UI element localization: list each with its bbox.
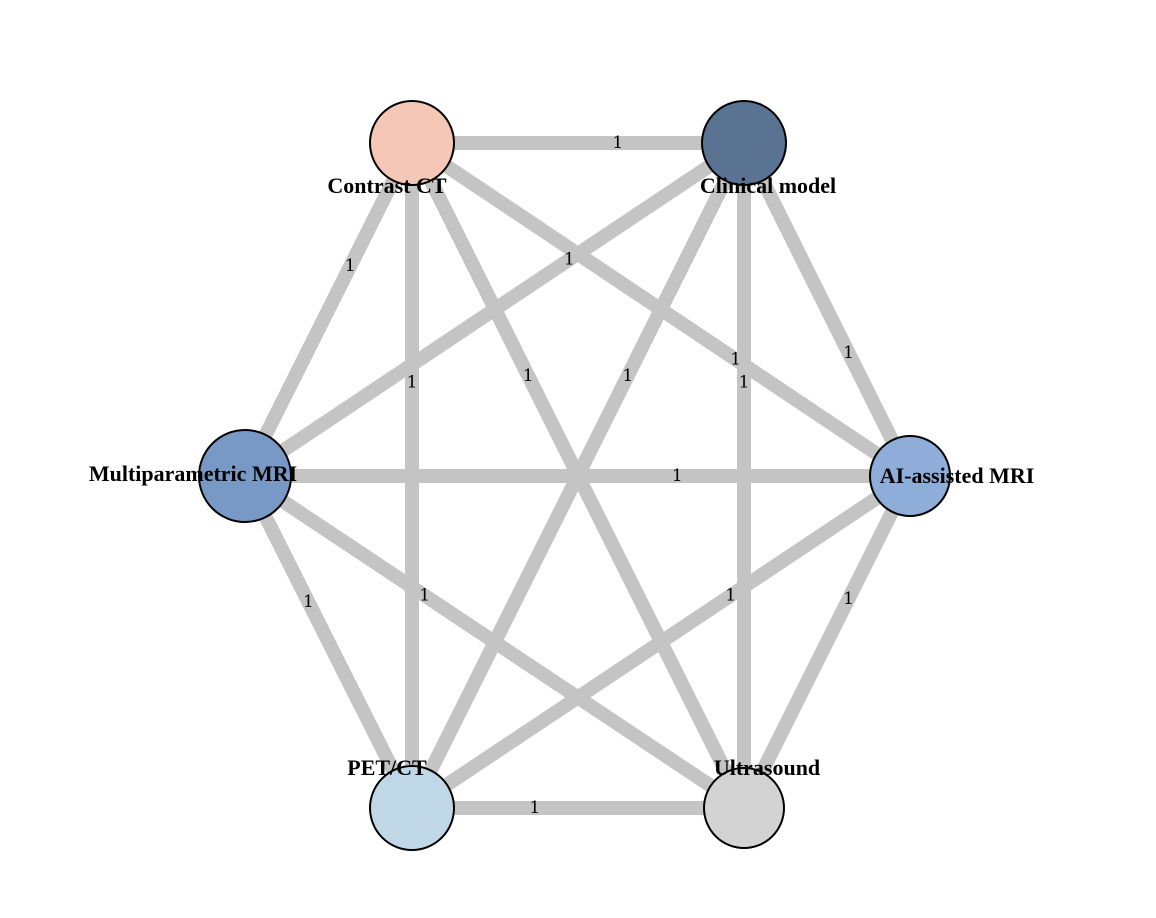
edge-ai-mri-pet-ct	[408, 470, 914, 814]
node-label-clinical-model: Clinical model	[700, 173, 836, 198]
node-label-ai-mri: AI-assisted MRI	[880, 463, 1035, 488]
node-contrast-ct	[369, 100, 455, 186]
edge-label: 1	[739, 372, 750, 392]
node-label-contrast-ct: Contrast CT	[327, 173, 446, 198]
edge-label: 1	[843, 343, 854, 363]
node-label-mp-mri: Multiparametric MRI	[89, 461, 297, 486]
node-label-ultrasound: Ultrasound	[714, 755, 820, 780]
node-label-pet-ct: PET/CT	[347, 755, 427, 780]
node-mp-mri	[198, 429, 292, 523]
node-ultrasound	[703, 767, 785, 849]
edge-label: 1	[622, 366, 633, 386]
edges-layer	[238, 136, 917, 815]
edge-label: 1	[564, 250, 575, 270]
edge-label: 1	[672, 466, 683, 486]
edge-label: 1	[529, 798, 540, 818]
edge-mp-mri-ultrasound	[241, 470, 748, 814]
edge-label: 1	[725, 586, 736, 606]
edge-label: 1	[843, 589, 854, 609]
edge-label: 1	[419, 586, 430, 606]
edge-label: 1	[730, 349, 741, 369]
edge-label: 1	[303, 592, 314, 612]
node-ai-mri	[869, 435, 951, 517]
edge-mp-mri-pet-ct	[238, 472, 419, 812]
edge-contrast-ct-mp-mri	[238, 139, 419, 480]
edge-clinical-model-ai-mri	[737, 139, 917, 480]
edge-labels-layer: 1 1 1 1 1 1 1 1 1 1 1 1 1 1 1	[303, 133, 854, 818]
edge-label: 1	[407, 372, 418, 392]
edge-label: 1	[523, 366, 534, 386]
node-clinical-model	[701, 100, 787, 186]
edge-label: 1	[345, 256, 356, 276]
edge-label: 1	[612, 133, 623, 153]
edge-ai-mri-ultrasound	[737, 472, 917, 812]
node-pet-ct	[369, 765, 455, 851]
edge-clinical-model-mp-mri	[241, 137, 748, 482]
nodes-layer	[198, 100, 951, 851]
